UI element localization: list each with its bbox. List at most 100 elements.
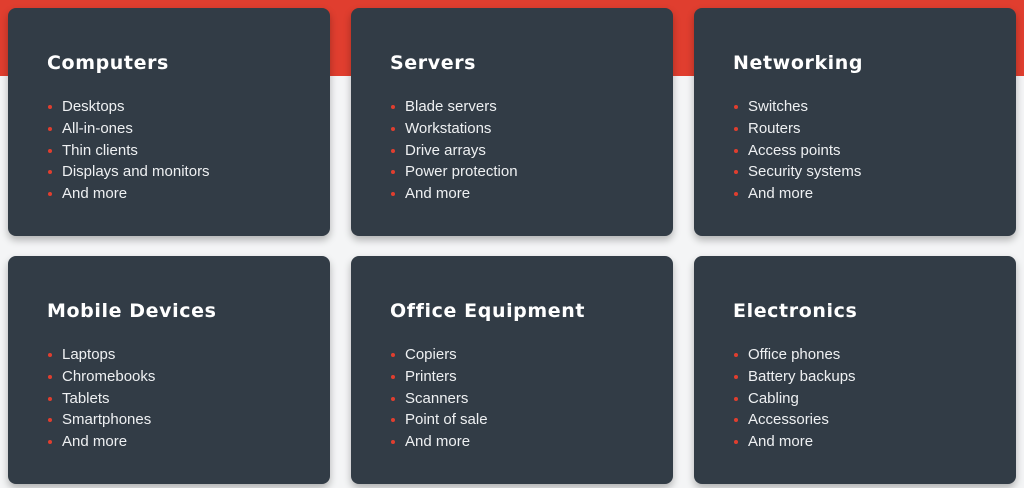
list-item-label: Displays and monitors [62,163,210,181]
category-title: Computers [47,52,169,74]
list-item: Office phones [733,344,856,366]
category-title: Servers [390,52,477,74]
list-item-label: Office phones [748,346,841,363]
list-item-label: Desktops [62,98,125,115]
list-item-label: Workstations [405,119,492,137]
list-item-label: Access points [748,141,841,159]
list-item: Routers [733,118,861,140]
bullet-icon [48,418,52,423]
list-item: Cabling [733,388,856,410]
list-item: Point of sale [390,409,488,431]
bullet-icon [734,440,738,445]
bullet-icon [734,396,738,401]
list-item: Accessories [733,409,856,431]
list-item-label: Drive arrays [405,141,486,159]
bullet-icon [391,148,395,153]
bullet-icon [734,170,738,175]
list-item: Tablets [47,388,155,410]
bullet-icon [391,192,395,197]
bullet-icon [48,353,52,357]
list-item: Thin clients [47,140,210,162]
list-item-label: Laptops [62,346,116,363]
list-item-label: And more [405,185,471,203]
category-title: Mobile Devices [47,300,217,322]
list-item-label: Accessories [748,411,829,429]
bullet-icon [734,148,738,153]
list-item-label: Switches [748,98,809,115]
bullet-icon [48,396,52,401]
list-item: Smartphones [47,409,155,431]
list-item: And more [47,183,210,205]
list-item-label: And more [405,433,471,451]
bullet-icon [734,353,738,357]
bullet-icon [48,126,52,131]
list-item-label: Blade servers [405,98,497,115]
bullet-icon [48,170,52,175]
category-title: Electronics [733,300,858,322]
bullet-icon [391,374,395,379]
list-item-label: Thin clients [62,141,138,159]
list-item: Blade servers [390,96,518,118]
bullet-icon [734,192,738,197]
list-item-label: Tablets [62,389,110,407]
bullet-icon [391,353,395,357]
bullet-icon [734,126,738,131]
list-item: Battery backups [733,366,856,388]
category-title: Office Equipment [390,300,586,322]
bullet-icon [48,440,52,445]
category-title: Networking [733,52,864,74]
list-item: And more [390,431,488,453]
bullet-icon [48,105,52,109]
list-item-label: Smartphones [62,411,152,429]
list-item-label: All-in-ones [62,119,133,137]
bullet-icon [391,418,395,423]
list-item-label: And more [62,433,128,451]
bullet-icon [48,374,52,379]
list-item: Power protection [390,161,518,183]
list-item-label: Routers [748,119,801,137]
list-item: Printers [390,366,488,388]
list-item-label: Cabling [748,389,799,407]
list-item-label: And more [748,433,814,451]
list-item: Laptops [47,344,155,366]
list-item: Desktops [47,96,210,118]
list-item-label: Scanners [405,389,469,407]
list-item-label: Printers [405,367,457,385]
list-item: Copiers [390,344,488,366]
bullet-icon [391,396,395,401]
list-item: All-in-ones [47,118,210,140]
list-item: Workstations [390,118,518,140]
list-item: Access points [733,140,861,162]
list-item: Drive arrays [390,140,518,162]
list-item-label: Copiers [405,346,457,363]
list-item-label: Security systems [748,163,862,181]
list-item: Security systems [733,161,861,183]
list-item: Displays and monitors [47,161,210,183]
list-item: Scanners [390,388,488,410]
list-item: And more [47,431,155,453]
bullet-icon [48,148,52,153]
list-item-label: Power protection [405,163,518,181]
bullet-icon [48,192,52,197]
bullet-icon [734,374,738,379]
list-item-label: And more [62,185,128,203]
bullet-icon [391,105,395,109]
bullet-icon [391,126,395,131]
list-item-label: And more [748,185,814,203]
bullet-icon [391,440,395,445]
list-item-label: Chromebooks [62,367,156,385]
bullet-icon [734,105,738,109]
list-item: And more [390,183,518,205]
list-item: Switches [733,96,861,118]
list-item: And more [733,183,861,205]
list-item-label: Point of sale [405,411,488,429]
